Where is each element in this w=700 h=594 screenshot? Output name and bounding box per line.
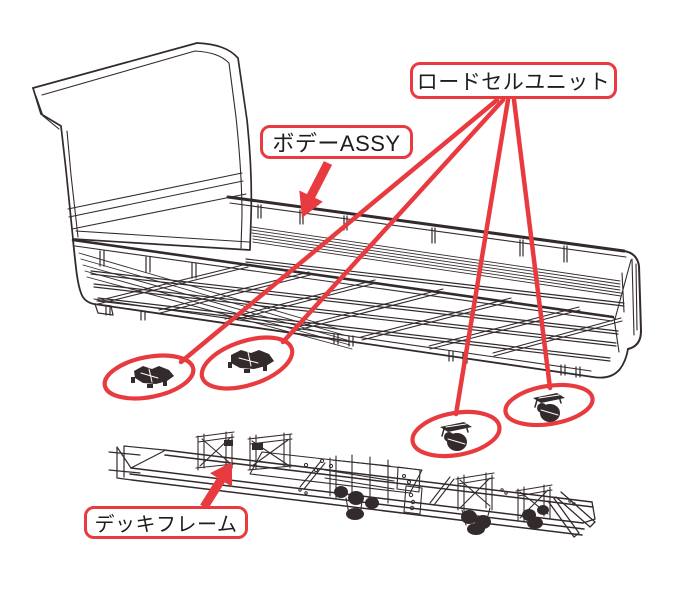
guide-rollers [224,440,549,535]
callout-label-load-cell-unit: ロードセルユニット [410,62,617,99]
callout-label-body-assy: ボデーASSY [260,125,413,159]
highlight-ellipse-load-cell-2 [199,335,295,391]
leader-line-to-load-cell-4 [511,97,553,391]
callout-overlay [102,97,595,510]
highlight-ellipse-load-cell-1 [102,353,196,401]
headboard-panel [32,42,253,251]
leader-line-to-load-cell-1 [178,97,500,365]
load-cell-unit-4 [533,393,565,422]
cargo-bed [71,195,642,379]
body-assy-label-text: ボデーASSY [272,131,401,156]
callout-label-deck-frame: デッキフレーム [84,506,248,539]
deck-frame-arrow [200,462,232,510]
deck-frame-drawing [108,431,596,538]
load-cell-unit-1 [131,366,174,388]
load-cell-unit-label-text: ロードセルユニット [416,70,611,94]
leader-line-to-load-cell-3 [453,97,511,417]
highlight-ellipse-load-cell-3 [410,409,502,459]
body-assy-drawing [32,42,642,379]
highlight-ellipse-load-cell-4 [503,382,595,428]
load-cell-unit-3 [440,422,472,451]
leader-line-to-load-cell-2 [280,97,506,345]
load-cell-unit-2 [228,350,274,373]
deck-frame-label-text: デッキフレーム [94,514,238,536]
bolt-holes [298,458,576,511]
body-assy-arrow [299,161,333,218]
